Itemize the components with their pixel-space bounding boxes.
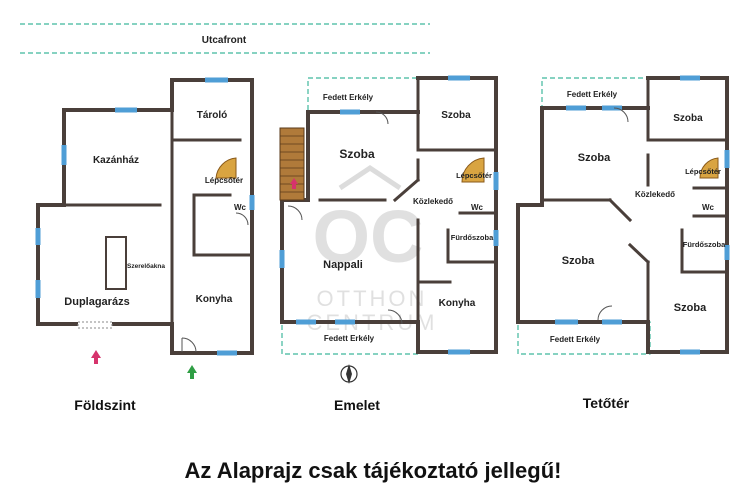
attic-caption: Tetőtér [583,395,630,411]
attic-plan: Fedett Erkély Szoba Szoba Lépcsőtér Közl… [516,75,730,355]
watermark-monogram: OC [313,195,424,278]
first-room-bath: Fürdőszoba [451,233,494,242]
first-room-living: Nappali [323,259,363,271]
first-floor-caption: Emelet [334,397,380,413]
first-room-kitchen: Konyha [439,298,476,309]
disclaimer-text: Az Alaprajz csak tájékoztató jellegű! [185,458,562,483]
attic-balcony-bottom-label: Fedett Erkély [550,335,601,344]
attic-room-stairs: Lépcsőtér [685,167,721,176]
street-front: Utcafront [20,23,430,54]
first-balcony-bottom-label: Fedett Erkély [324,334,375,343]
attic-room-topright: Szoba [673,113,703,124]
first-room-hall: Közlekedő [413,197,453,206]
garage-entrance-arrow-icon [91,350,101,364]
ground-room-storage: Tároló [197,110,228,121]
first-room-right: Szoba [441,110,471,121]
ground-room-garage: Duplagarázs [64,296,129,308]
attic-room-left: Szoba [578,152,611,164]
ground-room-boiler: Kazánház [93,155,139,166]
compass-icon [340,364,358,384]
attic-room-wc: Wc [702,203,715,212]
first-floor-plan: Fedett Erkély Szoba Szoba Lépcsőtér Közl… [279,75,499,384]
first-straight-stairs-icon [279,127,305,201]
first-balcony-top-label: Fedett Erkély [323,93,374,102]
ground-room-wc: Wc [234,203,247,212]
ground-room-stairs: Lépcsőtér [205,176,243,185]
first-room-left: Szoba [339,147,375,161]
ground-room-pit: Szerelőakna [127,263,165,270]
first-spiral-stairs-icon [461,157,485,183]
ground-stairs-icon [215,157,237,179]
street-label: Utcafront [202,35,247,46]
ground-floor-plan: Kazánház Tároló Lépcsőtér Wc Szerelőakna… [35,77,255,379]
attic-balcony-top-label: Fedett Erkély [567,90,618,99]
attic-room-lowright: Szoba [674,302,707,314]
attic-room-hall: Közlekedő [635,190,675,199]
attic-room-bath: Fürdőszoba [683,240,726,249]
attic-spiral-stairs-icon [699,157,719,179]
first-stairs-arrow-icon [290,178,298,189]
main-entrance-arrow-icon [187,365,197,379]
attic-room-lowleft: Szoba [562,255,595,267]
ground-room-kitchen: Konyha [196,294,233,305]
ground-floor-caption: Földszint [74,397,136,413]
watermark-line1: OTTHON [317,286,428,311]
first-room-wc: Wc [471,203,484,212]
first-room-stairs: Lépcsőtér [456,171,492,180]
